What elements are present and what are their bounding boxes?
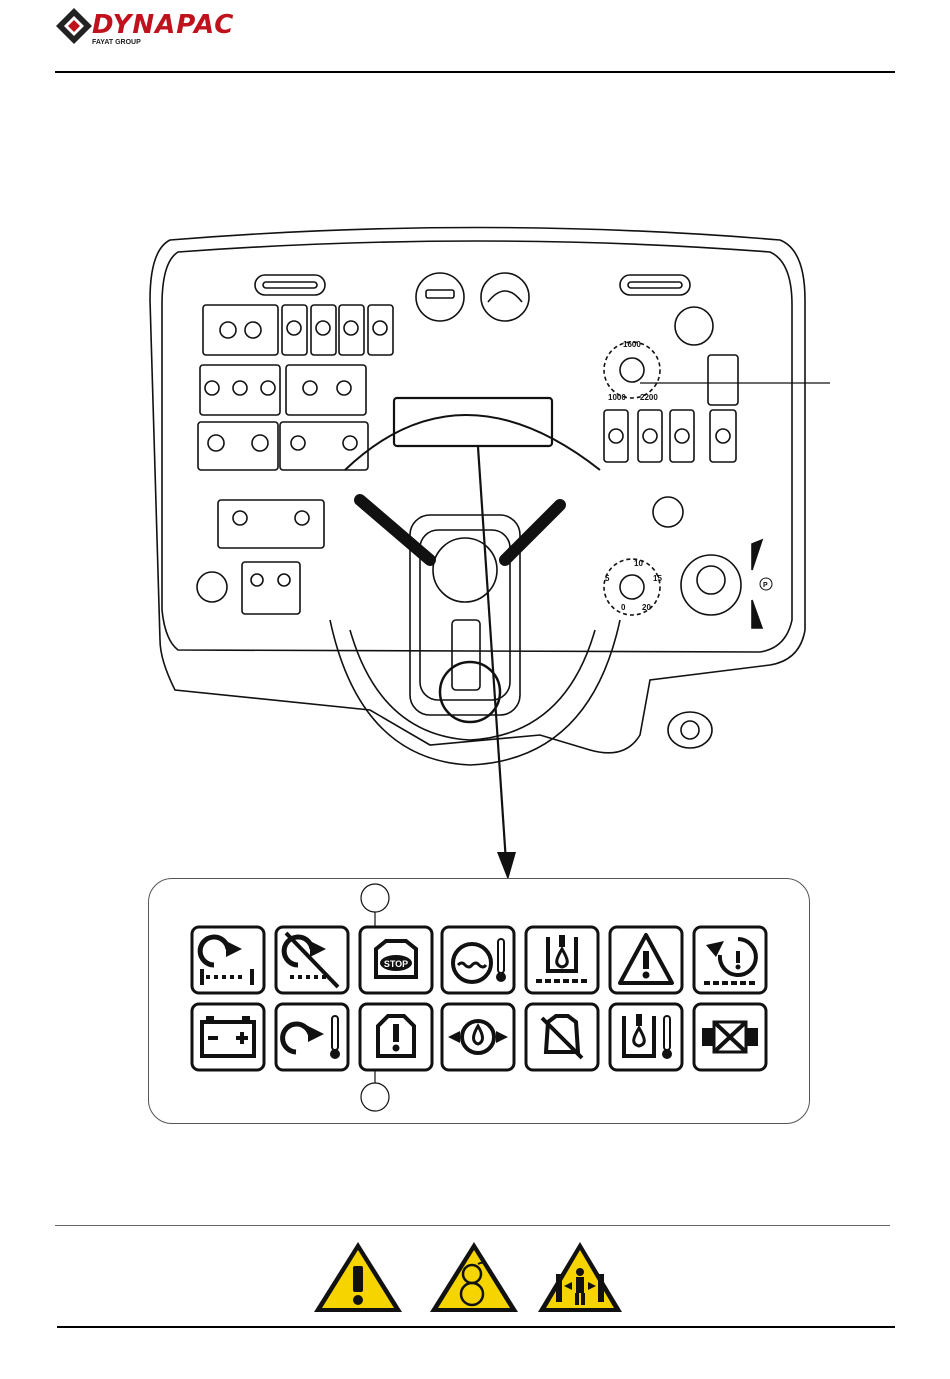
brake-warning-icon [694, 927, 766, 993]
battery-charge-icon [192, 1004, 264, 1070]
footer-rule-bottom [57, 1326, 895, 1328]
air-filter-icon [526, 1004, 598, 1070]
general-warning-icon [610, 927, 682, 993]
hydraulic-temperature-icon [610, 1004, 682, 1070]
footer-rule-top [55, 1225, 890, 1226]
stop-engine-icon: STOP [360, 927, 432, 993]
engine-temperature-icon [276, 1004, 348, 1070]
engine-oil-pressure-icon [442, 1004, 514, 1070]
brake-icon [694, 1004, 766, 1070]
hydraulic-fluid-level-icon [526, 927, 598, 993]
engine-start-icon [192, 927, 264, 993]
crush-hazard-sign-icon [536, 1240, 624, 1314]
general-danger-sign-icon [312, 1240, 404, 1314]
coolant-level-icon [442, 927, 514, 993]
engine-warning-icon [360, 1004, 432, 1070]
svg-text:STOP: STOP [384, 959, 408, 969]
engine-start-blocked-icon [276, 927, 348, 993]
rotating-parts-sign-icon [428, 1240, 520, 1314]
